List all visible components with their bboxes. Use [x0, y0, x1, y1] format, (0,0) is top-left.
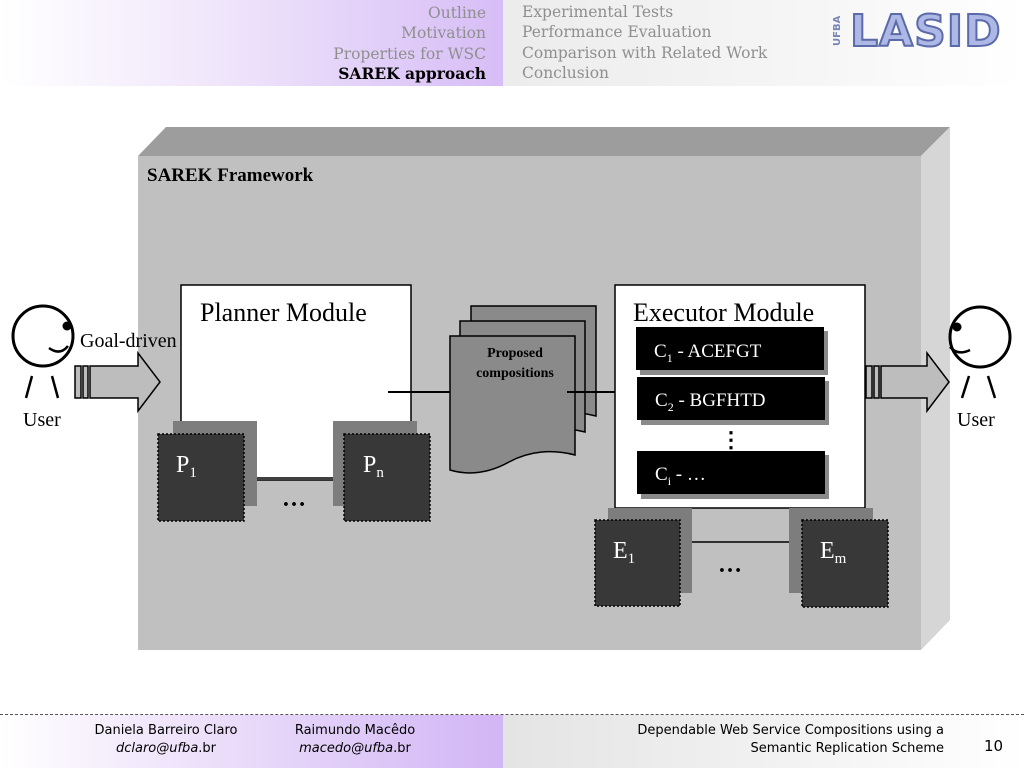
executor-ellipsis: … — [718, 552, 745, 578]
documents-label-line2: compositions — [476, 366, 554, 381]
goal-driven-label: Goal-driven — [80, 330, 177, 352]
planner-module-title: Planner Module — [200, 298, 367, 327]
nav-item-motivation[interactable]: Motivation — [401, 24, 486, 43]
output-arrow — [865, 350, 950, 414]
ufba-logo-text: UFBA — [832, 15, 843, 46]
planner-p1: P1 — [157, 421, 257, 522]
author-1-email: dclaro@ufba.br — [115, 741, 217, 756]
user-left-label: User — [23, 409, 61, 431]
nav-item-properties-for-wsc[interactable]: Properties for WSC — [333, 44, 486, 63]
svg-text:Ci - …: Ci - … — [655, 464, 706, 488]
goal-driven-arrow — [74, 350, 161, 414]
documents-label-line1: Proposed — [487, 346, 543, 361]
planner-ellipsis: … — [282, 486, 309, 512]
user-right-icon — [948, 305, 1012, 399]
svg-text:C1 - ACEFGT: C1 - ACEFGT — [654, 341, 762, 365]
planner-pn: Pn — [333, 421, 431, 522]
lasid-logo-text: LASID — [850, 6, 1002, 54]
page-number: 10 — [984, 737, 1004, 755]
footer-dashed-line — [0, 714, 1024, 715]
composition-ci: Ci - … — [637, 451, 829, 499]
footer-left-panel — [0, 715, 503, 768]
executor-em: Em — [789, 508, 889, 608]
section-nav-left: Outline Motivation Properties for WSC SA… — [333, 3, 486, 85]
footer-author-1: Daniela Barreiro Claro dclaro@ufba.br — [83, 722, 249, 758]
author-2-name: Raimundo Macêdo — [294, 723, 416, 738]
nav-item-outline[interactable]: Outline — [428, 4, 486, 22]
framework-title: SAREK Framework — [147, 165, 314, 186]
user-right-label: User — [957, 409, 995, 431]
composition-c1: C1 - ACEFGT — [636, 327, 828, 375]
user-left-icon — [11, 304, 75, 399]
proposed-compositions-documents: Proposed compositions — [449, 305, 597, 474]
footer-title-line-1: Dependable Web Service Compositions usin… — [637, 723, 944, 738]
footer-right-panel — [503, 715, 1024, 768]
composition-vertical-ellipsis: ⋮ — [720, 427, 742, 452]
svg-text:Pn: Pn — [363, 452, 384, 481]
footer-author-2: Raimundo Macêdo macedo@ufba.br — [292, 722, 418, 758]
author-1-name: Daniela Barreiro Claro — [94, 723, 238, 738]
executor-module-title: Executor Module — [633, 298, 814, 327]
author-2-email: macedo@ufba.br — [299, 741, 411, 756]
header-right-panel — [503, 0, 1024, 86]
svg-text:C2 - BGFHTD: C2 - BGFHTD — [655, 390, 766, 414]
framework-top-face — [138, 127, 950, 156]
footer-presentation-title: Dependable Web Service Compositions usin… — [637, 722, 944, 758]
nav-item-comparison-related-work[interactable]: Comparison with Related Work — [522, 43, 768, 62]
nav-item-experimental-tests[interactable]: Experimental Tests — [522, 3, 674, 21]
section-nav-right: Experimental Tests Performance Evaluatio… — [522, 2, 767, 84]
svg-text:Em: Em — [820, 538, 847, 567]
nav-item-sarek-approach[interactable]: SAREK approach — [338, 64, 486, 84]
nav-item-conclusion[interactable]: Conclusion — [522, 64, 610, 83]
svg-text:E1: E1 — [613, 538, 635, 567]
svg-text:P1: P1 — [176, 452, 197, 481]
nav-item-performance-evaluation[interactable]: Performance Evaluation — [522, 23, 712, 42]
footer-title-line-2: Semantic Replication Scheme — [750, 741, 944, 756]
composition-c2: C2 - BGFHTD — [637, 377, 829, 425]
header-left-panel — [0, 0, 503, 86]
executor-e1: E1 — [594, 508, 692, 607]
lasid-logo: UFBA LASID — [832, 5, 1002, 54]
